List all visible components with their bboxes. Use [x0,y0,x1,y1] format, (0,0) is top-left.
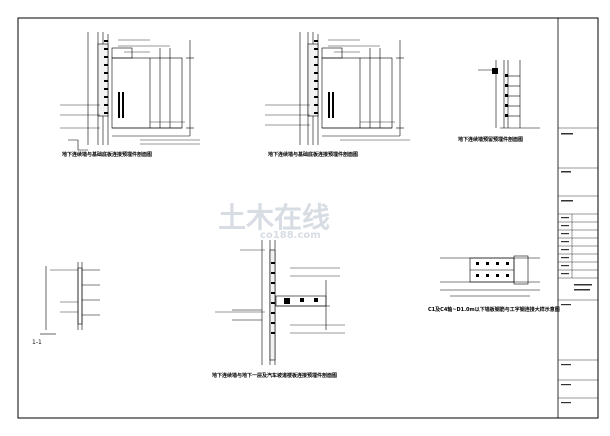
detail-2-section [299,32,404,145]
detail-4-leaders [50,269,78,313]
watermark-url: co188.com [260,230,321,241]
detail-1-leaders [60,39,200,145]
detail-5-title: C1及C4轴~D1.0m以下墙板钢筋与工字钢连接大样示意图 [428,307,560,313]
detail-2-leaders [265,39,410,141]
detail-1-rebars [104,40,124,118]
section-label: 1-1 [32,339,42,346]
detail-4-section [40,262,100,335]
detail-5-leaders [215,249,345,334]
detail-1-title: 地下连续墙与基础底板连接预埋件剖面图 [62,152,153,158]
title-block-rows [558,127,598,399]
title-block [557,17,599,419]
detail-4-title: 地下连续墙与地下一层及汽车坡道楼板连接预埋件剖面图 [212,373,338,379]
detail-3-rebars [492,68,508,117]
title-block-text-marks [561,133,592,404]
detail-2-title: 地下连续墙与基础底板连接预埋件剖面图 [268,152,359,158]
detail-6-section [440,255,540,297]
detail-2-rebars [314,40,334,118]
detail-3-section [478,60,540,129]
detail-5-section [232,240,330,365]
watermark-text: 土木在线 [218,201,331,234]
detail-5-rebars [271,262,318,334]
detail-6-rebars [476,262,509,277]
detail-3-title: 地下连续墙预留预埋件剖面图 [458,137,524,143]
detail-1-section [68,32,194,151]
